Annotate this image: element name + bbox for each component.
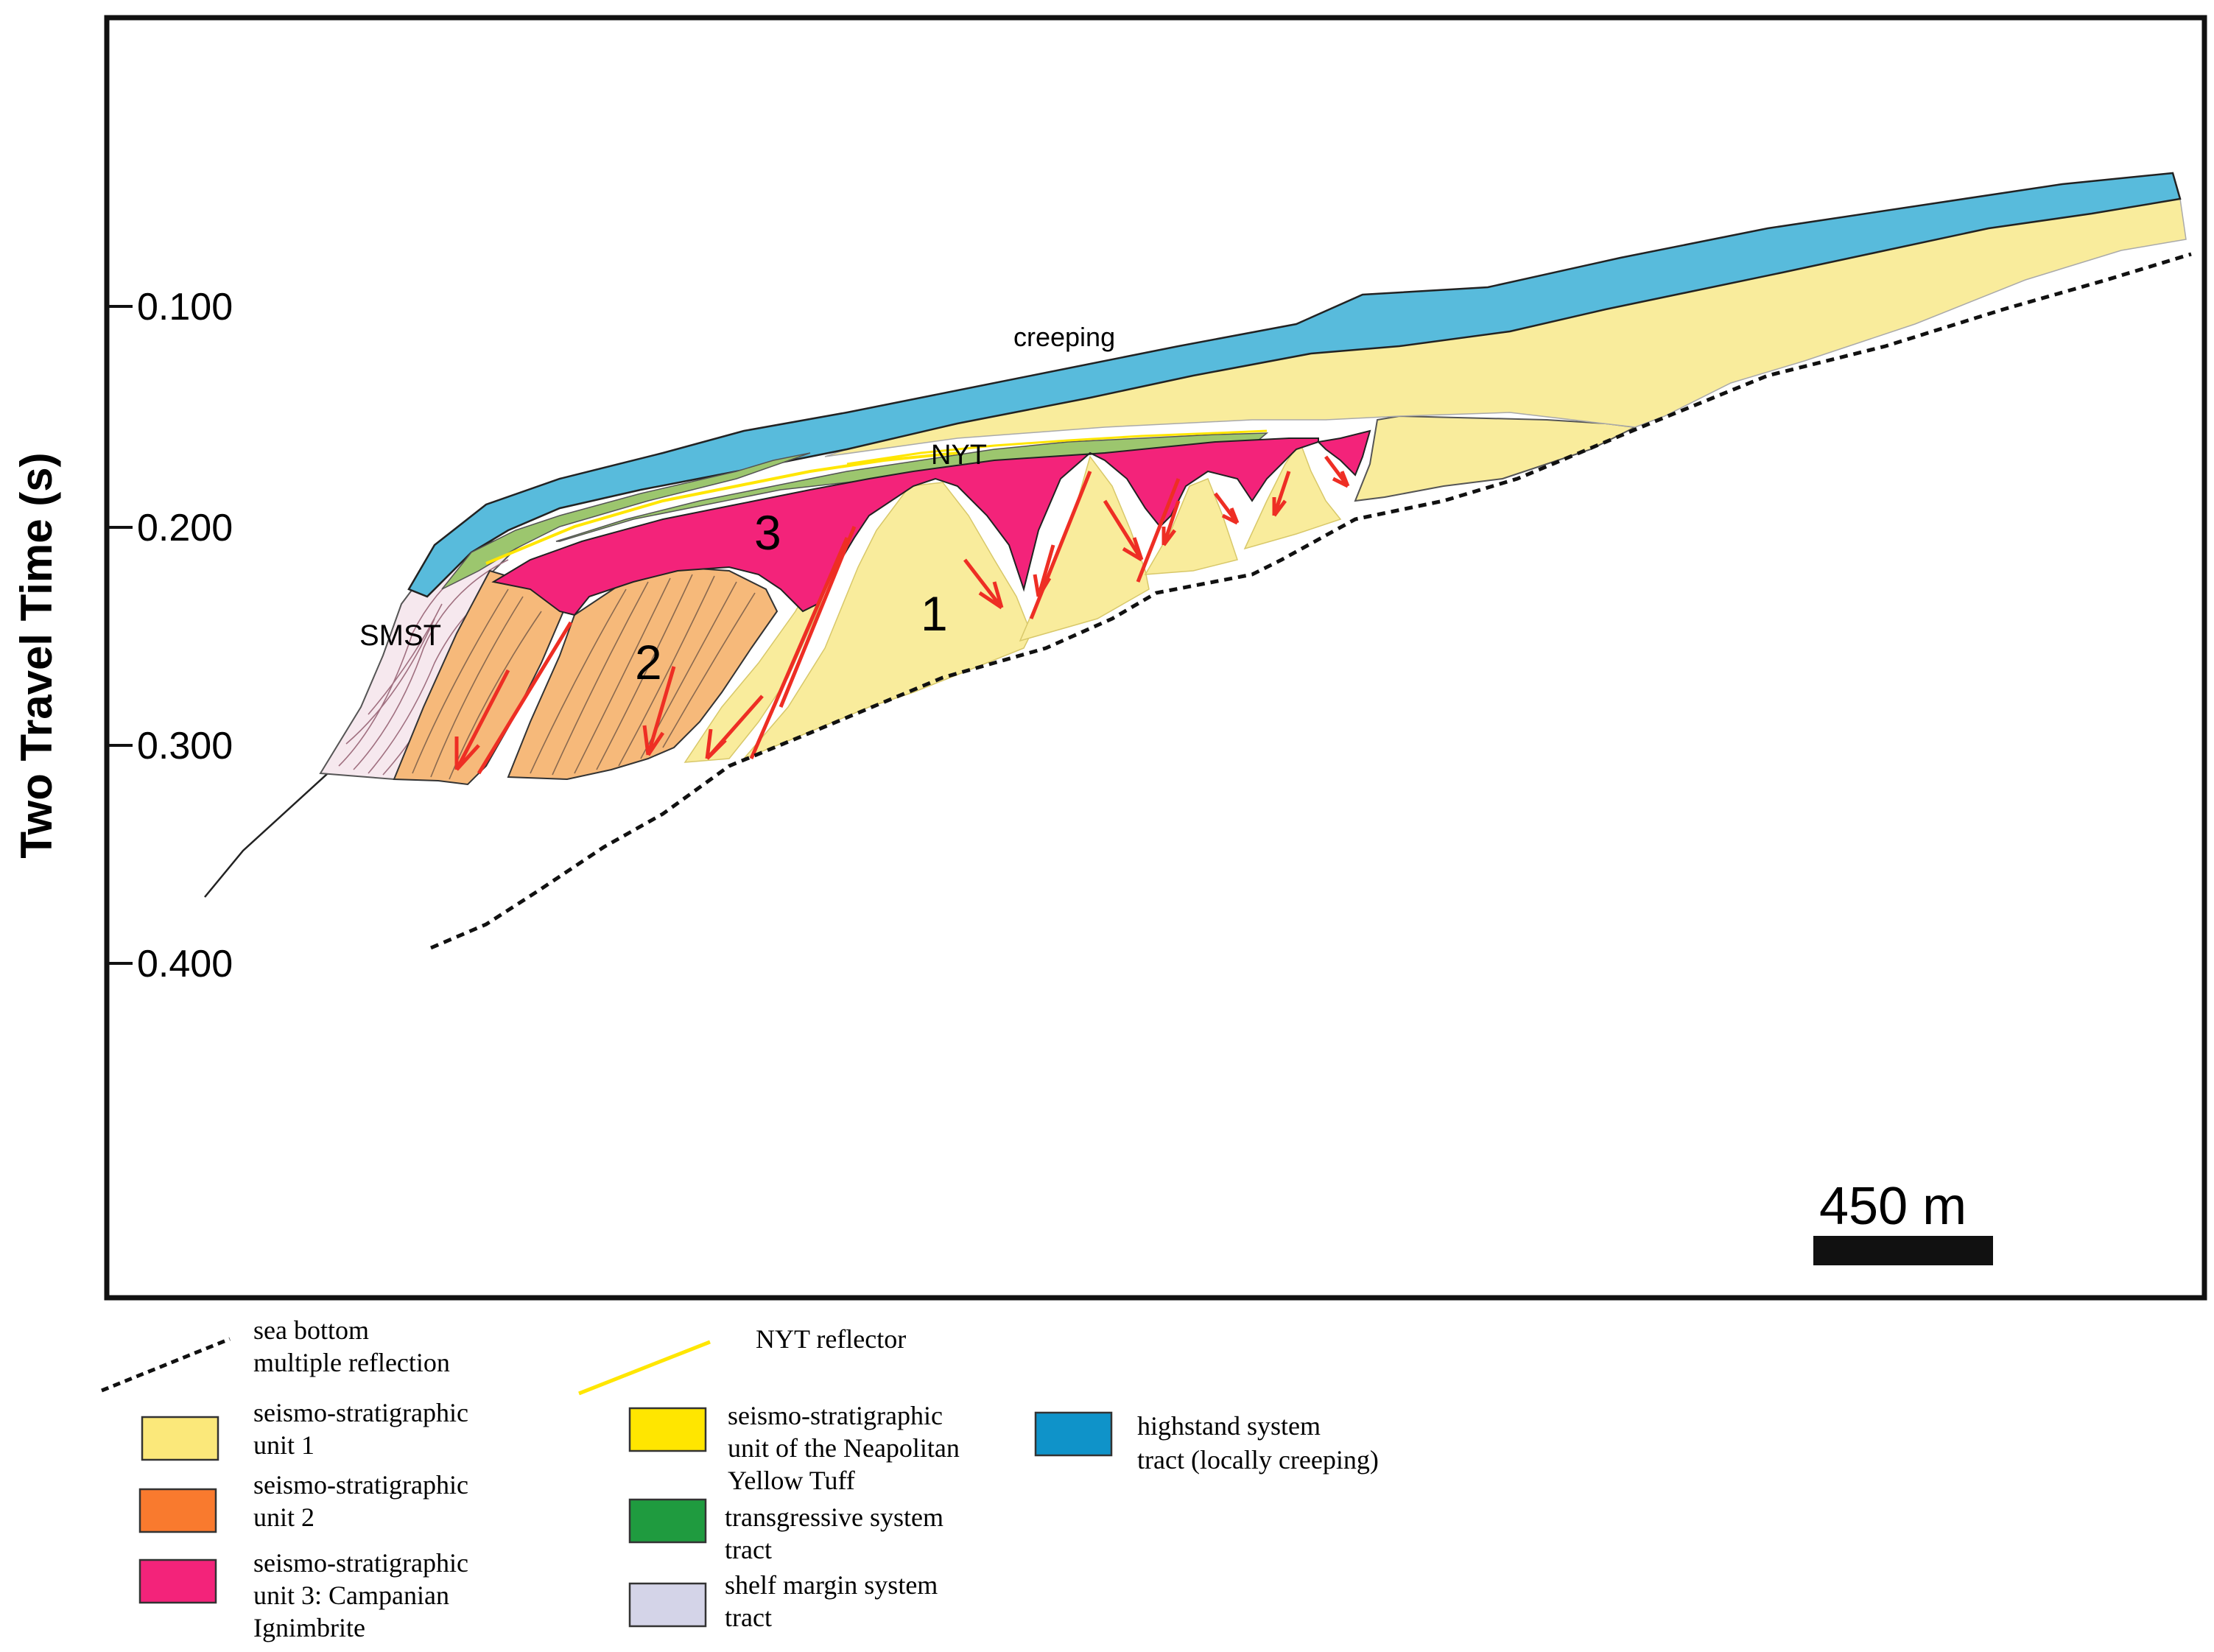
fault-arrows [454,455,1350,775]
label-smst: SMST [359,619,441,652]
legend: sea bottom multiple reflection NYT refle… [101,1315,1379,1642]
fault-1 [454,669,510,771]
fault-5 [749,537,849,759]
legend-unit1-line1: seismo-stratigraphic [253,1398,468,1427]
legend-unit1-swatch [141,1416,219,1461]
legend-nyt-unit-line1: seismo-stratigraphic [728,1401,943,1430]
unit2-body-left [393,569,565,786]
sea-bottom-multiple-line [430,252,2192,950]
legend-hst-line1: highstand system [1137,1411,1321,1441]
legend-unit3-swatch [138,1558,217,1604]
legend-unit3-line3: Ignimbrite [253,1613,365,1642]
fault-3 [642,666,676,756]
legend-unit2-line2: unit 2 [253,1502,314,1532]
fault-12 [1272,471,1291,517]
nyt-reflector-line [485,451,958,565]
scale-bar: 450 m [1813,1177,1993,1265]
y-tick-label-0300: 0.300 [137,725,233,767]
legend-unit3-line1: seismo-stratigraphic [253,1548,468,1578]
scale-bar-label: 450 m [1819,1177,1967,1236]
legend-nyt-unit-line2: unit of the Neapolitan [728,1433,960,1463]
fault-13 [1324,455,1350,488]
scale-bar-rect [1813,1236,1993,1265]
y-tick-label-0100: 0.100 [137,286,233,328]
legend-unit2-line1: seismo-stratigraphic [253,1470,468,1500]
legend-tst-swatch [628,1498,707,1544]
legend-unit2-swatch [138,1488,217,1533]
legend-tst-line2: tract [725,1535,772,1564]
unit3-body-small [1316,429,1371,477]
y-axis: 0.100 0.200 0.300 0.400 Two Travel Time … [12,286,233,985]
legend-tst-line1: transgressive system [725,1502,943,1532]
fault-15 [1136,478,1181,583]
fault-4 [705,695,764,760]
y-tick-label-0400: 0.400 [137,943,233,985]
legend-nyt-reflector-swatch [578,1340,711,1396]
legend-hst-swatch [1034,1411,1113,1457]
unit1-wedge-d [1243,440,1342,550]
legend-nyt-unit-line3: Yellow Tuff [728,1466,855,1495]
y-axis-title: Two Travel Time (s) [12,452,61,858]
tst-band [441,452,811,590]
legend-nyt-unit-swatch [628,1407,707,1452]
unit2-internal-lines [412,574,756,780]
fault-11 [1214,492,1240,525]
fault-14 [1029,471,1092,619]
fault-7 [963,558,1004,610]
y-tick-label-0200: 0.200 [137,507,233,549]
nyt-reflector-top [846,429,1268,465]
legend-smst-line2: tract [725,1603,772,1632]
fault-9 [1103,499,1144,562]
label-creeping: creeping [1013,322,1115,352]
label-unit-2: 2 [635,635,662,689]
legend-unit1-line2: unit 1 [253,1430,314,1460]
fault-2 [477,621,573,775]
unit1-body-center [743,482,1032,759]
label-unit-3: 3 [754,505,781,560]
unit1-wedge-c [1144,478,1238,575]
label-unit-1: 1 [921,586,948,641]
legend-nyt-reflector-label: NYT reflector [756,1324,906,1354]
legend-sea-bottom-line2: multiple reflection [253,1348,450,1377]
cross-section: creeping NYT SMST 1 2 3 [204,172,2192,950]
legend-smst-swatch [628,1582,707,1628]
label-nyt: NYT [931,440,987,471]
legend-sea-bottom-line1: sea bottom [253,1315,369,1345]
unit3-body [491,437,1319,616]
legend-smst-line1: shelf margin system [725,1570,938,1600]
fault-6 [779,526,857,708]
legend-sea-bottom-swatch [101,1337,231,1393]
legend-unit3-line2: unit 3: Campanian [253,1581,449,1610]
legend-hst-line2: tract (locally creeping) [1137,1445,1379,1475]
fault-10 [1162,500,1181,546]
